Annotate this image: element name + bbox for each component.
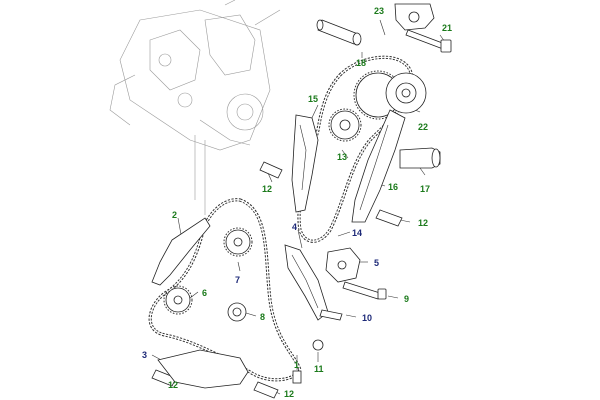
label-15: 15: [308, 94, 318, 104]
label-17: 17: [420, 184, 430, 194]
part-16-tensioner-guide: [351, 109, 406, 223]
part-12-pin-c: [151, 369, 177, 387]
part-7-sprocket: [223, 227, 253, 257]
label-9: 9: [404, 294, 409, 304]
label-8: 8: [260, 312, 265, 322]
part-5-tensioner: [325, 247, 361, 283]
label-13: 13: [337, 152, 347, 162]
label-11: 11: [314, 364, 324, 374]
part-12-pin-d: [253, 381, 279, 399]
label-22: 22: [418, 122, 428, 132]
label-12-b: 12: [418, 218, 428, 228]
label-12-d: 12: [284, 389, 294, 399]
label-12-a: 12: [262, 184, 272, 194]
engine-block-outline: [109, 0, 281, 215]
part-13-sprocket: [328, 108, 362, 142]
label-10: 10: [362, 313, 372, 323]
label-14: 14: [352, 228, 362, 238]
label-18: 18: [356, 58, 366, 68]
part-9-bolt: [342, 281, 387, 300]
label-5: 5: [374, 258, 379, 268]
label-21: 21: [442, 23, 452, 33]
part-10-bolt: [319, 309, 343, 321]
part-6-sprocket: [163, 285, 193, 315]
part-17-tensioner: [399, 147, 441, 169]
part-12-pin-a: [259, 161, 283, 179]
label-3: 3: [142, 350, 147, 360]
part-21-bolt: [405, 29, 452, 53]
label-4: 4: [292, 222, 297, 232]
label-16: 16: [388, 182, 398, 192]
part-4-tensioner-arm: [284, 244, 329, 321]
dowel-pins: [151, 161, 403, 399]
part-22-camshaft-sprocket: [353, 70, 427, 120]
label-7: 7: [235, 275, 240, 285]
part-12-pin-b: [375, 209, 403, 227]
part-2-chain-guide: [151, 217, 211, 286]
part-labels: 23 21 18 15 22 13 12 16 17 12 2 14 4 5 7…: [142, 6, 452, 399]
part-3-chain-guide: [157, 349, 249, 389]
part-11-washer: [312, 339, 324, 351]
label-23: 23: [374, 6, 384, 16]
part-8-nut: [227, 302, 247, 322]
part-23-cover: [394, 3, 435, 31]
label-12-c: 12: [168, 380, 178, 390]
part-15-chain-guide: [291, 114, 319, 213]
label-2: 2: [172, 210, 177, 220]
label-1: 1: [294, 360, 299, 370]
label-6: 6: [202, 288, 207, 298]
part-18-pin: [316, 19, 362, 46]
part-1-chain-marker: [292, 370, 302, 384]
